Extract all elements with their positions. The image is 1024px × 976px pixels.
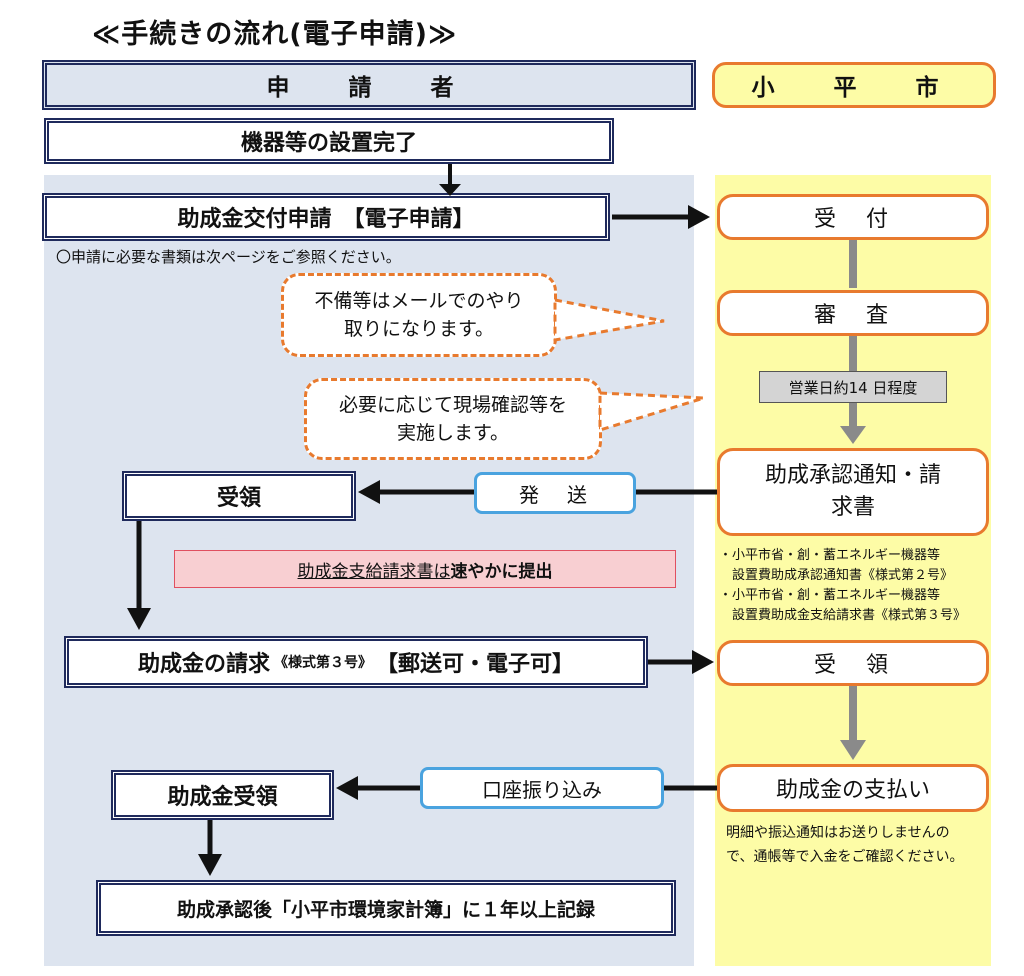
step-receive: 受領 [122, 471, 356, 521]
approval-doc-line: ・小平市省・創・蓄エネルギー機器等 [719, 548, 941, 563]
connector-bank-transfer: 口座振り込み [420, 767, 664, 809]
city-step-reception: 受 付 [717, 194, 989, 240]
approval-doc-line: 設置費助成承認通知書《様式第２号》 [719, 568, 954, 584]
payment-note: 明細や振込通知はお送りしませんの で、通帳等で入金をご確認ください。 [726, 822, 996, 870]
step-subsidy-application: 助成金交付申請 【電子申請】 [42, 193, 610, 241]
pink-note-underlined: 助成金支給請求書は [297, 561, 451, 582]
bubble-onsite-note: 必要に応じて現場確認等を実施します。 [304, 378, 602, 460]
step-funds-received: 助成金受領 [111, 770, 334, 820]
step-install-complete: 機器等の設置完了 [44, 118, 614, 164]
application-note: 〇申請に必要な書類は次ページをご参照ください。 [56, 248, 401, 266]
bubble-email-tail [553, 298, 665, 342]
payment-note-line: で、通帳等で入金をご確認ください。 [726, 848, 964, 865]
connector-send: 発 送 [474, 472, 636, 514]
claim-form-label: 《様式第３号》 [274, 655, 372, 671]
approval-doc-line: ・小平市省・創・蓄エネルギー機器等 [719, 588, 941, 604]
bubble-onsite-tail [598, 391, 705, 433]
bubble-email-note: 不備等はメールでのやり取りになります。 [281, 273, 557, 357]
city-step-approval-notice: 助成承認通知・請求書 [717, 448, 989, 536]
city-step-claim-received: 受 領 [717, 640, 989, 686]
city-step-payment: 助成金の支払い [717, 764, 989, 812]
approval-documents-list: ・小平市省・創・蓄エネルギー機器等 設置費助成承認通知書《様式第２号》 ・小平市… [719, 546, 999, 627]
review-duration-tag: 営業日約14 日程度 [759, 371, 947, 403]
claim-tail-label: 【郵送可・電子可】 [376, 652, 575, 677]
applicant-lane-header: 申 請 者 [42, 60, 696, 110]
city-step-review: 審 査 [717, 290, 989, 336]
approval-doc-line: 設置費助成金支給請求書《様式第３号》 [719, 608, 967, 624]
pink-note-bold: 速やかに提出 [450, 561, 553, 582]
step-claim: 助成金の請求 《様式第３号》 【郵送可・電子可】 [64, 636, 648, 688]
prompt-submission-note: 助成金支給請求書は速やかに提出 [174, 550, 676, 588]
page-title: ≪手続きの流れ(電子申請)≫ [92, 19, 458, 50]
payment-note-line: 明細や振込通知はお送りしませんの [726, 825, 950, 841]
claim-main-label: 助成金の請求 [137, 652, 270, 677]
city-lane-header: 小 平 市 [712, 62, 996, 108]
step-record-household-ledger: 助成承認後「小平市環境家計簿」に１年以上記録 [96, 880, 676, 936]
